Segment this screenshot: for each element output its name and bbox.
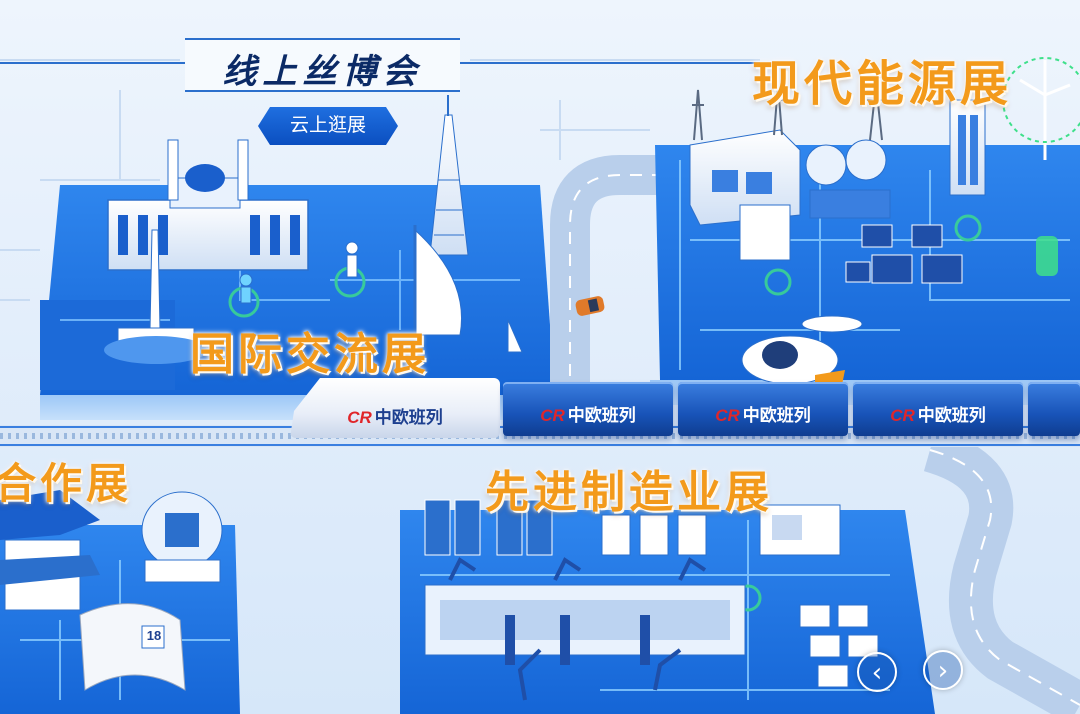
obelisk-monument	[104, 229, 208, 364]
assembly-line	[424, 584, 746, 665]
manufacturing-platform	[400, 499, 935, 714]
charging-pile	[1036, 236, 1058, 276]
prev-scene-button[interactable]: ‹	[857, 652, 897, 692]
solar-panels	[845, 224, 963, 284]
chevron-right-icon: ›	[937, 656, 949, 686]
zone-label-international[interactable]: 国际交流展	[190, 330, 430, 379]
cooperation-platform	[0, 490, 240, 714]
next-scene-button[interactable]: ›	[923, 650, 963, 690]
server-racks	[424, 499, 553, 556]
pagoda-building	[0, 490, 100, 611]
robot-arms	[448, 557, 707, 701]
chevron-left-icon: ‹	[871, 658, 883, 688]
train-name: 中欧班列	[917, 406, 986, 425]
book-sign-number: 18	[146, 628, 162, 643]
cr-logo: CR	[347, 408, 372, 427]
header: 线上丝博会	[0, 30, 760, 100]
storage-bins	[799, 604, 879, 688]
book-sculpture	[79, 603, 186, 691]
zone-label-energy[interactable]: 现代能源展	[752, 58, 1013, 111]
cloud-tour-button[interactable]: 云上逛展	[258, 107, 398, 145]
gas-tanks	[805, 139, 891, 219]
car	[575, 296, 605, 316]
cnc-machine	[759, 504, 841, 556]
train-name: 中欧班列	[567, 406, 636, 425]
palace-building	[107, 139, 309, 271]
cr-logo: CR	[540, 406, 565, 425]
sail-building	[413, 225, 463, 340]
power-pylons	[692, 84, 886, 141]
page-title: 线上丝博会	[222, 52, 423, 92]
hydrogen-building	[689, 129, 801, 261]
train-name: 中欧班列	[742, 406, 811, 425]
train-car-4	[1028, 382, 1080, 436]
train-name: 中欧班列	[374, 408, 443, 427]
title-divider-right	[460, 62, 760, 64]
round-building	[141, 491, 223, 583]
storage-tower	[949, 99, 986, 196]
robot-figures	[239, 241, 359, 304]
road-loop-top	[550, 155, 660, 420]
background-circuit-lines	[0, 59, 760, 301]
zone-label-manufacturing[interactable]: 先进制造业展	[485, 468, 773, 517]
title-frame: 线上丝博会	[185, 38, 460, 92]
cr-logo: CR	[715, 406, 740, 425]
tall-tower	[429, 95, 469, 256]
road-loop-bottom	[923, 428, 1080, 714]
machine-cabinets	[601, 514, 707, 556]
title-divider-left	[0, 62, 185, 64]
sailboat	[507, 319, 523, 353]
zone-label-cooperation[interactable]: 合作展	[0, 460, 133, 507]
wind-turbines	[1002, 57, 1080, 160]
cr-logo: CR	[890, 406, 915, 425]
